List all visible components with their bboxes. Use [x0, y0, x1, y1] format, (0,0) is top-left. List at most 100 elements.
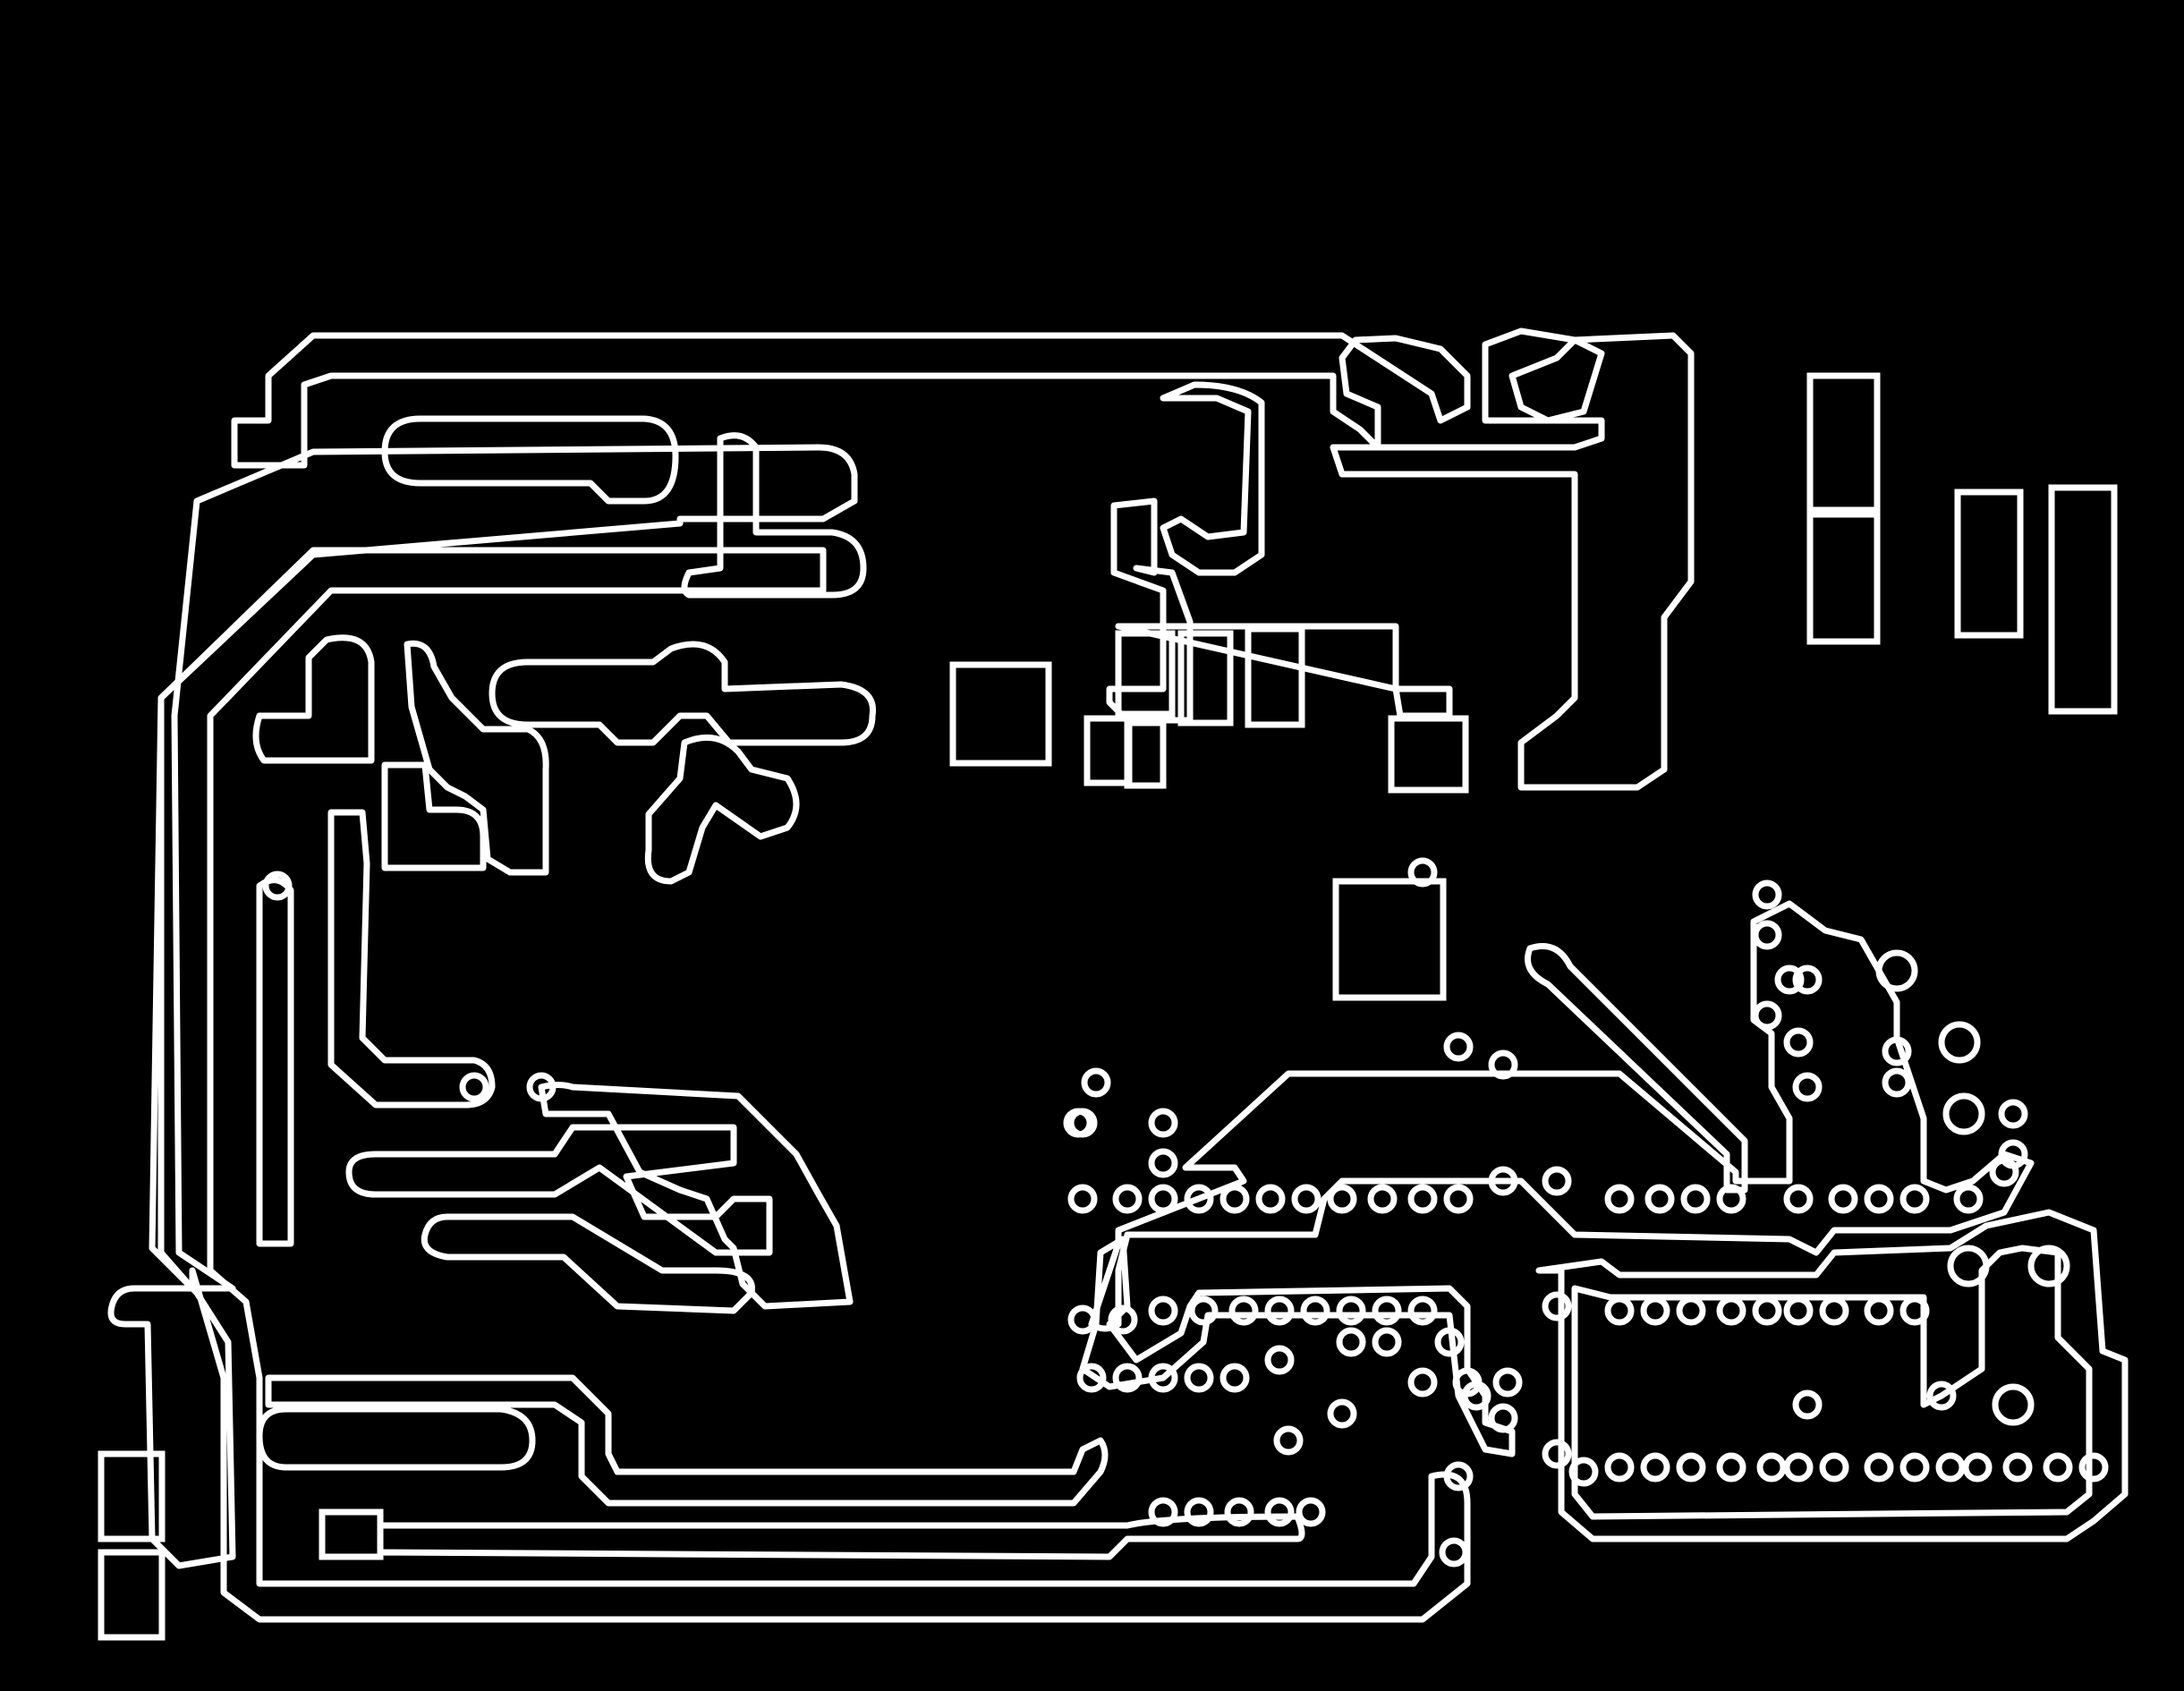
via-pad [1792, 964, 1823, 995]
via-pad [1756, 1452, 1787, 1483]
square-pad-m [98, 1549, 166, 1641]
pill-pad-top-left [381, 415, 679, 505]
via-pad [1112, 1363, 1143, 1393]
via-pad [1604, 1184, 1635, 1214]
connector-block-centre [1115, 623, 1453, 719]
via-pad [1336, 1327, 1366, 1357]
via-pad [1184, 1363, 1214, 1393]
via-pad [1680, 1184, 1711, 1214]
via-pad [1644, 1184, 1675, 1214]
l-pad-left [252, 634, 375, 764]
via-pad [526, 1072, 557, 1102]
square-pad-a [949, 661, 1052, 767]
via-pad [1783, 1184, 1814, 1214]
trace-left-small-stub [256, 877, 294, 1247]
via-pad [1542, 1291, 1572, 1321]
via-pad [1953, 1184, 1984, 1214]
via-pad [1327, 1398, 1357, 1429]
via-pad [1407, 1296, 1438, 1326]
diagonal-pad-pair [644, 734, 800, 885]
via-pad [1716, 1296, 1746, 1326]
via-pad [1542, 1166, 1572, 1196]
square-pad-k [2048, 484, 2118, 715]
square-pad-c [1115, 630, 1176, 718]
via-pad [1992, 1383, 2035, 1426]
vertical-trace-pad-a [681, 432, 867, 599]
via-pad [1640, 1452, 1670, 1483]
via-pad [1774, 964, 1805, 995]
square-pad-o [1124, 719, 1167, 789]
square-pad-n [319, 1508, 384, 1560]
via-pad [1899, 1452, 1930, 1483]
via-pad [1819, 1452, 1849, 1483]
via-pad [1296, 1497, 1326, 1527]
via-pad [1372, 1327, 1402, 1357]
pad-cluster-center-left [404, 640, 549, 876]
via-pad [1752, 1296, 1782, 1326]
pill-bottom-left [256, 1406, 536, 1471]
via-pad [1935, 1452, 1966, 1483]
via-pad [1864, 1452, 1894, 1483]
via-pad [1327, 1184, 1357, 1214]
via-pad [1752, 879, 1782, 910]
via-pad [1926, 1381, 1957, 1411]
connector-pad-centre-a [1160, 381, 1265, 576]
via-pad [459, 1072, 489, 1102]
via-pad [1081, 1067, 1111, 1098]
via-pad [1273, 1425, 1304, 1456]
via-pad [2043, 1452, 2073, 1483]
via-pad [1148, 1148, 1178, 1178]
via-pad [1300, 1296, 1330, 1326]
via-pad [1148, 1296, 1178, 1326]
via-pad [2027, 1245, 2070, 1287]
via-pad [1676, 1452, 1706, 1483]
via-pad [2078, 1452, 2109, 1483]
square-pad-g [1332, 878, 1447, 1001]
via-pad [1367, 1184, 1398, 1214]
via-pad [1604, 1296, 1635, 1326]
via-pad [1148, 1108, 1178, 1138]
via-pad [1492, 1367, 1523, 1398]
via-pad [1255, 1184, 1286, 1214]
pill-pad-middle [489, 641, 877, 746]
via-pad [1998, 1099, 2028, 1129]
via-pad [1407, 1367, 1438, 1398]
via-pad [1864, 1184, 1894, 1214]
via-pad [1372, 1296, 1402, 1326]
via-pad [1640, 1296, 1670, 1326]
square-pad-e [1245, 625, 1305, 728]
via-pad [1264, 1345, 1295, 1375]
via-pad [1882, 1067, 1912, 1098]
via-pad [1439, 1537, 1469, 1568]
ic-bus-interior [1571, 1245, 2093, 1520]
via-pad [1264, 1497, 1295, 1527]
via-pad [1076, 1363, 1107, 1393]
via-pad [1443, 1461, 1474, 1491]
via-pad [1792, 1389, 1823, 1420]
bottom-loop-trace [265, 1374, 1109, 1507]
via-pad [1224, 1497, 1254, 1527]
via-pad [1264, 1296, 1295, 1326]
left-fanout-trace [1079, 1236, 1516, 1457]
via-layer [262, 857, 2109, 1568]
square-pad-f [1388, 715, 1469, 794]
diagonal-signal-trace [1525, 943, 1748, 1194]
via-pad [262, 871, 293, 901]
via-pad [1783, 1452, 1814, 1483]
via-pad [1604, 1452, 1635, 1483]
via-pad [1792, 1072, 1823, 1102]
via-pad [1864, 1296, 1894, 1326]
via-pad [1542, 1439, 1572, 1469]
via-pad [1716, 1452, 1746, 1483]
ic-bus-lower [1535, 1209, 2129, 1542]
via-pad [1443, 1032, 1474, 1062]
via-pad [1942, 1092, 1985, 1135]
via-pad [1291, 1184, 1321, 1214]
via-pad [1443, 1184, 1474, 1214]
via-pad [1783, 1296, 1814, 1326]
via-pad [1899, 1184, 1930, 1214]
via-pad [1112, 1184, 1143, 1214]
via-pad [1148, 1497, 1178, 1527]
via-pad [1783, 1027, 1814, 1058]
